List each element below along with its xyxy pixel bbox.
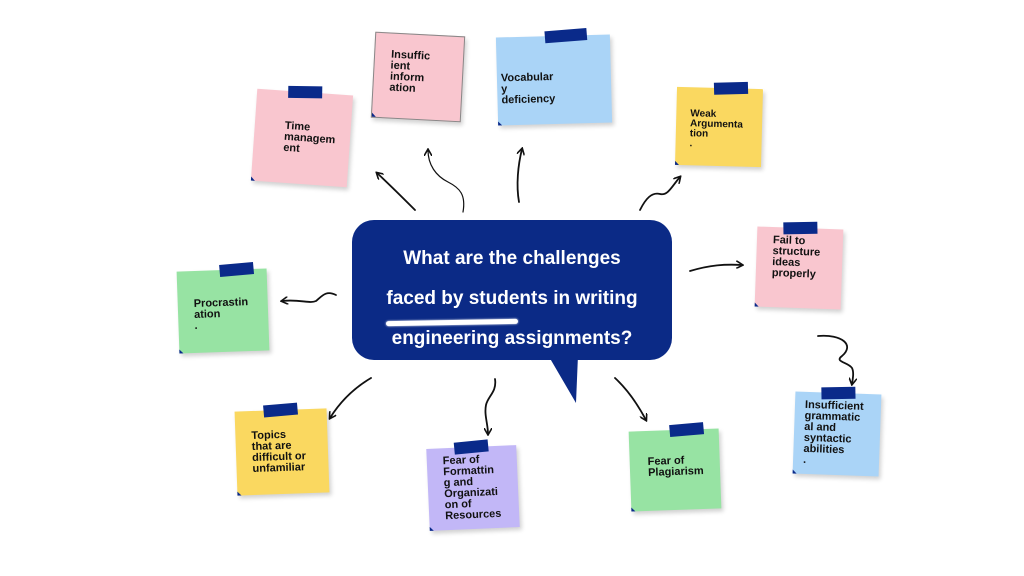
question-line-3: engineering assignments? — [391, 328, 633, 349]
question-line-1: What are the challenges — [403, 248, 621, 269]
tape — [669, 422, 705, 438]
note-corner — [674, 160, 680, 165]
note-corner — [371, 112, 377, 117]
central-question-bubble: What are the challenges faced by student… — [352, 220, 672, 360]
tape — [544, 28, 588, 44]
note-corner — [792, 469, 797, 474]
note-insufficient-information: Insuffic ient inform ation — [370, 31, 466, 123]
note-difficult-topics: Topics that are difficult or unfamiliar — [234, 402, 330, 496]
note-corner — [631, 507, 636, 512]
note-procrastination-text: Procrastin ation . — [193, 296, 249, 332]
note-corner — [237, 491, 242, 496]
note-corner — [754, 302, 759, 307]
note-weak-argumentation-text: Weak Argumenta tion . — [689, 108, 743, 150]
note-vocabulary-deficiency-text: Vocabular y deficiency — [500, 71, 556, 107]
note-insufficient-grammatical-text: Insufficient grammatic al and syntactic … — [802, 398, 864, 466]
note-fear-of-plagiarism-text: Fear of Plagiarism — [647, 454, 704, 479]
note-fear-of-plagiarism: Fear of Plagiarism — [628, 422, 722, 512]
note-vocabulary-deficiency: Vocabular y deficiency — [495, 28, 613, 126]
tape — [288, 85, 323, 99]
note-fear-of-formatting: Fear of Formattin g and Organizati on of… — [426, 439, 520, 531]
tape — [263, 402, 298, 418]
note-corner — [250, 176, 256, 181]
tape — [453, 439, 489, 455]
chalk-underline — [385, 318, 519, 327]
note-corner — [179, 349, 184, 354]
note-fail-to-structure: Fail to structure ideas properly — [754, 221, 844, 310]
tape — [821, 386, 856, 400]
note-fear-of-formatting-text: Fear of Formattin g and Organizati on of… — [442, 453, 502, 523]
note-difficult-topics-text: Topics that are difficult or unfamiliar — [251, 428, 307, 476]
note-insufficient-grammatical: Insufficient grammatic al and syntactic … — [792, 386, 882, 477]
tape — [713, 81, 749, 95]
question-line-2: faced by students in writing — [386, 288, 638, 309]
note-corner — [429, 526, 434, 531]
note-time-management-text: Time managem ent — [282, 119, 336, 155]
tape — [219, 262, 255, 277]
note-fail-to-structure-text: Fail to structure ideas properly — [771, 234, 821, 281]
note-weak-argumentation: Weak Argumenta tion . — [674, 81, 764, 168]
note-time-management: Time managem ent — [250, 85, 354, 188]
tape — [783, 221, 818, 235]
note-corner — [498, 121, 503, 126]
note-insufficient-information-text: Insuffic ient inform ation — [389, 48, 431, 95]
note-procrastination: Procrastin ation . — [176, 262, 270, 354]
